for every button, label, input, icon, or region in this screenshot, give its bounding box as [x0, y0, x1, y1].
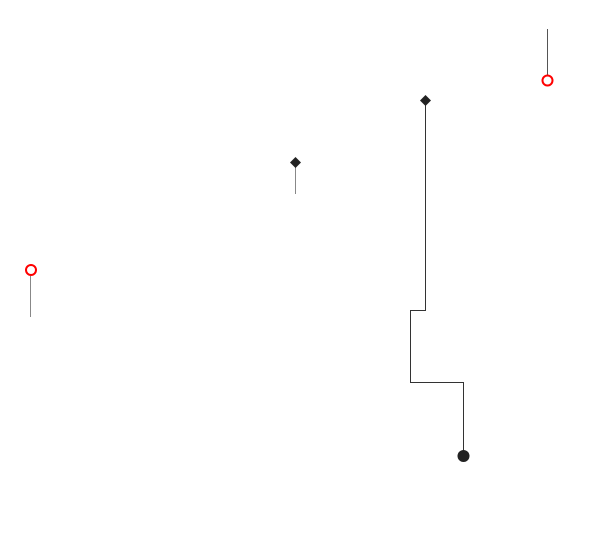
open-circle-marker — [541, 74, 554, 87]
diamond-marker — [290, 157, 301, 168]
diamond-marker — [420, 95, 431, 106]
connector-middle — [290, 157, 301, 194]
connector-line — [410, 101, 464, 456]
connector-left — [25, 264, 37, 317]
filled-circle-marker — [457, 450, 470, 462]
open-circle-marker — [25, 264, 37, 276]
connector-orthogonal — [410, 95, 470, 462]
connector-top-right — [541, 29, 554, 87]
